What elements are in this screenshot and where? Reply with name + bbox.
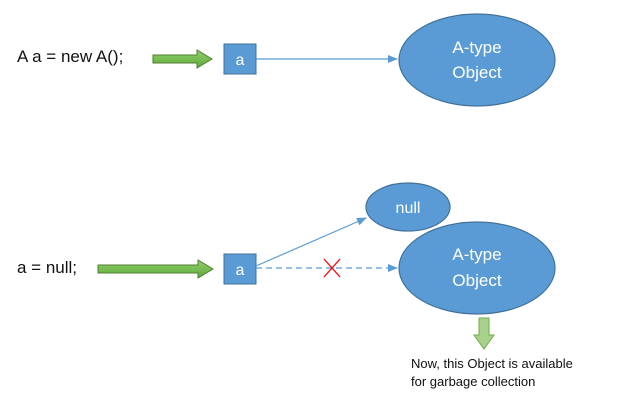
green-arrow-bottom <box>97 259 214 279</box>
gc-caption-line-1: Now, this Object is available <box>411 356 573 371</box>
object-ellipse-bottom <box>398 221 556 315</box>
cross-icon <box>323 258 341 278</box>
gc-caption-line-2: for garbage collection <box>411 374 536 389</box>
code-statement-new: A a = new A(); <box>17 47 124 66</box>
object-label-bottom-line1: A-type <box>452 245 501 264</box>
null-label: null <box>396 200 421 217</box>
pointer-arrow-to-null <box>255 217 367 267</box>
green-arrow-top <box>152 49 213 69</box>
reference-label-bottom: a <box>236 262 245 279</box>
code-statement-null: a = null; <box>17 258 78 277</box>
down-arrow-icon <box>473 317 495 350</box>
object-label-bottom-line2: Object <box>452 271 501 290</box>
object-label-top-line1: A-type <box>452 38 501 57</box>
object-label-top-line2: Object <box>452 63 501 82</box>
reference-label-top: a <box>236 52 245 69</box>
object-ellipse-top <box>398 13 556 107</box>
reference-box-bottom <box>223 253 257 285</box>
null-ellipse <box>365 182 451 232</box>
gc-caption: Now, this Object is available for garbag… <box>411 355 573 391</box>
